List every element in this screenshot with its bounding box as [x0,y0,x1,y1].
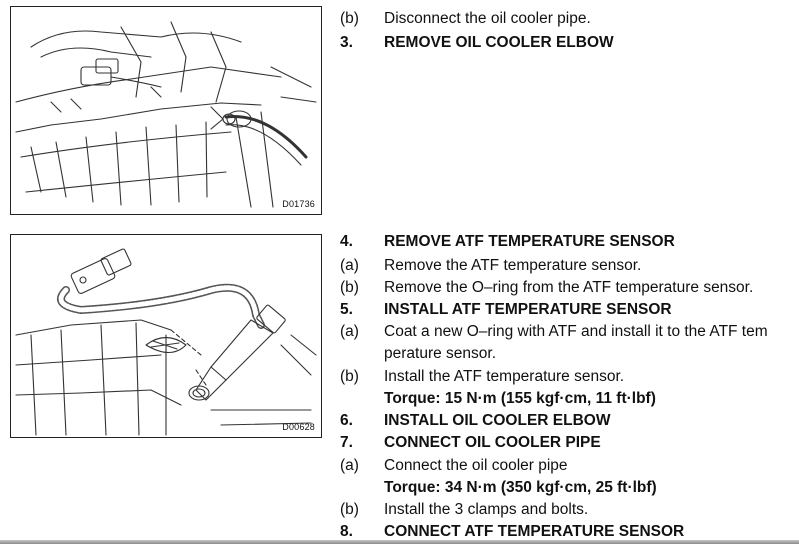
step-number: 6. [340,412,353,429]
procedure-line: 7. CONNECT OIL COOLER PIPE [340,432,799,454]
step-text: Coat a new O–ring with ATF and install i… [384,323,768,340]
step-text: Torque: 15 N·m (155 kgf·cm, 11 ft·lbf) [384,390,656,407]
oil-cooler-elbow-illustration: D01736 [10,6,322,215]
step-text: Connect the oil cooler pipe [384,457,568,474]
atf-temperature-sensor-drawing [15,248,317,436]
step-number: (b) [340,279,359,296]
oil-cooler-elbow-drawing [15,21,317,208]
procedure-line: 4. REMOVE ATF TEMPERATURE SENSOR [340,231,799,253]
step-text: perature sensor. [384,345,497,362]
procedure-line: (b) Remove the O–ring from the ATF temper… [340,277,799,299]
page-bottom-edge [0,540,799,544]
step-text: Install the 3 clamps and bolts. [384,501,589,518]
procedure-line: 8. CONNECT ATF TEMPERATURE SENSOR [340,521,799,543]
step-number: (a) [340,257,359,274]
procedure-line: perature sensor. [340,343,799,365]
procedure-line: Torque: 15 N·m (155 kgf·cm, 11 ft·lbf) [340,388,799,410]
step-number: 4. [340,233,353,250]
procedure-line: (b) Disconnect the oil cooler pipe. [340,8,799,30]
step-number: 3. [340,34,353,51]
step-text: Disconnect the oil cooler pipe. [384,10,591,27]
procedure-line: (b) Install the ATF temperature sensor. [340,366,799,388]
step-number: 5. [340,301,353,318]
procedure-line: 5. INSTALL ATF TEMPERATURE SENSOR [340,299,799,321]
figure-code: D01736 [282,199,315,209]
procedure-line: (a) Remove the ATF temperature sensor. [340,255,799,277]
step-text: Remove the ATF temperature sensor. [384,257,642,274]
step-text: CONNECT OIL COOLER PIPE [384,434,601,451]
step-number: 8. [340,523,353,540]
step-number: (a) [340,323,359,340]
procedure-line: Torque: 34 N·m (350 kgf·cm, 25 ft·lbf) [340,477,799,499]
step-text: CONNECT ATF TEMPERATURE SENSOR [384,523,685,540]
procedure-line: 6. INSTALL OIL COOLER ELBOW [340,410,799,432]
step-number: (b) [340,501,359,518]
procedure-line: (a) Connect the oil cooler pipe [340,455,799,477]
procedure-line: (b) Install the 3 clamps and bolts. [340,499,799,521]
figure-code: D00628 [282,422,315,432]
step-text: Install the ATF temperature sensor. [384,368,625,385]
procedure-line: 3. REMOVE OIL COOLER ELBOW [340,32,799,54]
step-text: REMOVE ATF TEMPERATURE SENSOR [384,233,675,250]
step-text: REMOVE OIL COOLER ELBOW [384,34,614,51]
step-text: Torque: 34 N·m (350 kgf·cm, 25 ft·lbf) [384,479,657,496]
step-number: (a) [340,457,359,474]
procedure-line: (a) Coat a new O–ring with ATF and instal… [340,321,799,343]
step-number: 7. [340,434,353,451]
step-text: INSTALL OIL COOLER ELBOW [384,412,611,429]
step-text: Remove the O–ring from the ATF temperatu… [384,279,754,296]
step-text: INSTALL ATF TEMPERATURE SENSOR [384,301,672,318]
step-number: (b) [340,10,359,27]
step-number: (b) [340,368,359,385]
atf-temperature-sensor-illustration: D00628 [10,234,322,438]
